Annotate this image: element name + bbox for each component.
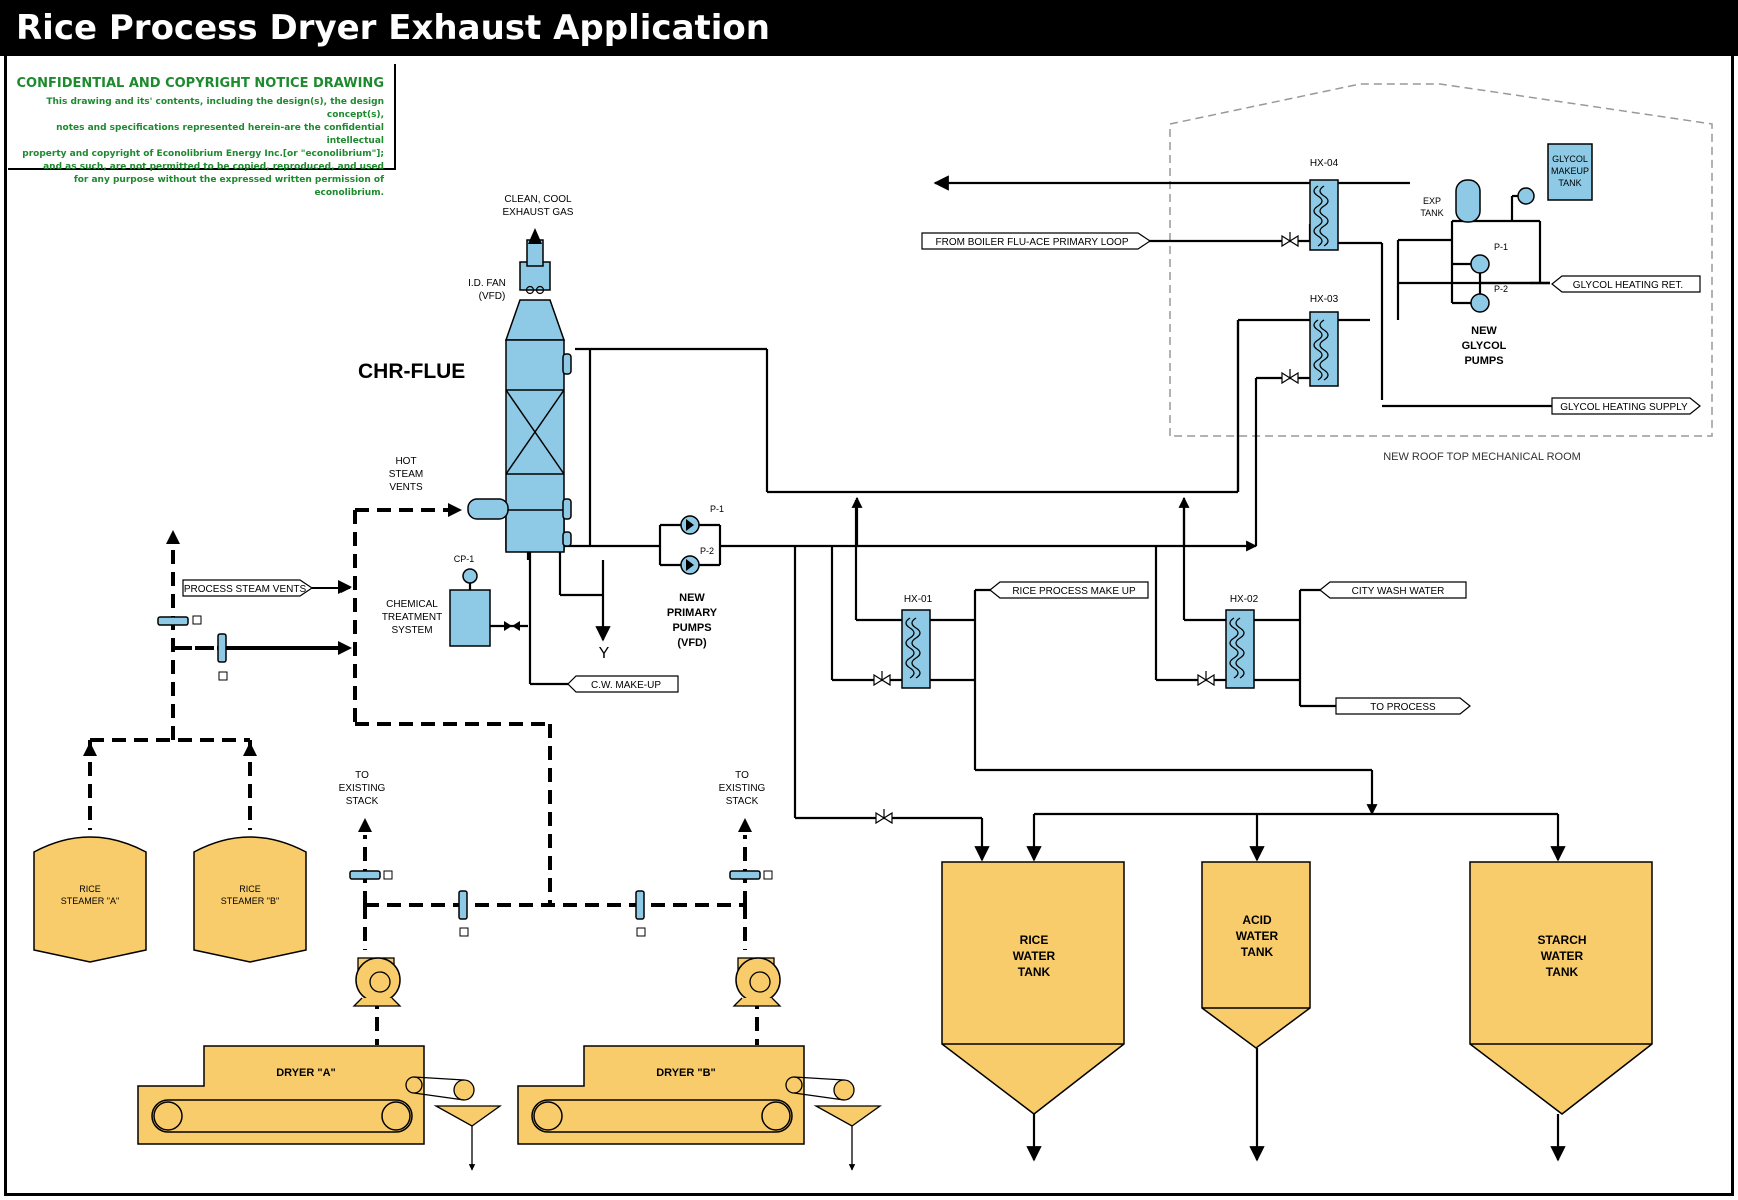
p1-label: P-1 [710, 504, 724, 514]
svg-text:HX-03: HX-03 [1310, 294, 1339, 305]
chem-valve [504, 621, 520, 631]
svg-text:GLYCOL HEATING SUPPLY: GLYCOL HEATING SUPPLY [1560, 402, 1688, 413]
hx-03: HX-03 [1309, 294, 1339, 387]
svg-text:HX-04: HX-04 [1310, 158, 1339, 169]
rice-makeup-tag: RICE PROCESS MAKE UP [989, 581, 1149, 599]
hx-01: HX-01 [901, 594, 933, 689]
glycol-makeup-tank [1547, 143, 1593, 201]
dryer-b-fan [732, 957, 782, 1007]
dryer-a: DRYER "A" [137, 1045, 503, 1171]
hx-02: HX-02 [1225, 594, 1259, 689]
chr-flue-label: CHR-FLUE [358, 360, 465, 383]
notice-line: This drawing and its' contents, includin… [46, 97, 384, 120]
svg-text:HX-01: HX-01 [904, 594, 933, 605]
svg-text:C.W. MAKE-UP: C.W. MAKE-UP [591, 680, 661, 691]
notice-line: notes and specifications represented her… [56, 123, 384, 146]
process-steam-vents-tag: PROCESS STEAM VENTS [182, 579, 351, 597]
notice-body: This drawing and its' contents, includin… [14, 96, 384, 200]
svg-text:GLYCOL HEATING RET.: GLYCOL HEATING RET. [1573, 280, 1683, 291]
notice-line: for any purpose without the expressed wr… [73, 175, 384, 198]
control-valves [873, 234, 1299, 825]
notice-line: and as such, are not permitted to be cop… [43, 162, 384, 172]
cp1-label: CP-1 [454, 554, 475, 564]
notice-title: CONFIDENTIAL AND COPYRIGHT NOTICE DRAWIN… [16, 76, 385, 91]
dampers [157, 616, 761, 920]
p2-label: P-2 [700, 546, 714, 556]
dryer-b: DRYER "B" [517, 1045, 883, 1171]
svg-text:DRYER "A": DRYER "A" [276, 1067, 336, 1079]
duct-arrows [83, 503, 752, 832]
water-piping [468, 175, 1566, 1162]
svg-text:TO PROCESS: TO PROCESS [1370, 702, 1436, 713]
cw-makeup-tag: C.W. MAKE-UP [567, 675, 679, 693]
svg-text:RICE PROCESS MAKE UP: RICE PROCESS MAKE UP [1012, 586, 1136, 597]
roof-room-outline [1169, 83, 1713, 437]
glycol-p2-label: P-2 [1494, 284, 1508, 294]
glycol-makeup-pump [1517, 187, 1535, 205]
roof-room-label: NEW ROOF TOP MECHANICAL ROOM [1383, 451, 1581, 463]
exp-tank [1455, 179, 1481, 223]
exhaust-arrow [528, 228, 542, 244]
primary-pump-arrows [686, 519, 694, 571]
damper-actuators [192, 615, 773, 937]
chr-flue-tower [467, 239, 572, 553]
notice-line: property and copyright of Econolibrium E… [22, 149, 384, 159]
dryer-a-fan [352, 957, 402, 1007]
svg-text:HX-02: HX-02 [1230, 594, 1259, 605]
glycol-ret-tag: GLYCOL HEATING RET. [1551, 275, 1701, 293]
to-process-tag: TO PROCESS [1335, 697, 1471, 715]
glycol-pumps [1470, 254, 1490, 313]
page-title: Rice Process Dryer Exhaust Application [16, 8, 770, 48]
city-wash-tag: CITY WASH WATER [1319, 581, 1467, 599]
drain-y-symbol: Y [599, 645, 610, 662]
id-fan [525, 285, 545, 295]
svg-text:DRYER "B": DRYER "B" [656, 1067, 716, 1079]
valve-stems [881, 232, 1291, 818]
from-boiler-tag: FROM BOILER FLU-ACE PRIMARY LOOP [921, 232, 1152, 250]
svg-text:FROM BOILER FLU-ACE PRIMARY LO: FROM BOILER FLU-ACE PRIMARY LOOP [935, 237, 1128, 248]
copyright-notice: CONFIDENTIAL AND COPYRIGHT NOTICE DRAWIN… [8, 64, 396, 198]
hx-04: HX-04 [1309, 158, 1339, 251]
glycol-p1-label: P-1 [1494, 242, 1508, 252]
cp1-pump [462, 568, 478, 584]
svg-text:PROCESS STEAM VENTS: PROCESS STEAM VENTS [184, 584, 307, 595]
chemical-treatment-tank [449, 589, 491, 647]
header-bar: Rice Process Dryer Exhaust Application [0, 0, 1738, 56]
glycol-supply-tag: GLYCOL HEATING SUPPLY [1551, 397, 1701, 415]
id-fan-label: I.D. FAN(VFD) [468, 278, 506, 302]
svg-text:CITY WASH WATER: CITY WASH WATER [1352, 586, 1445, 597]
